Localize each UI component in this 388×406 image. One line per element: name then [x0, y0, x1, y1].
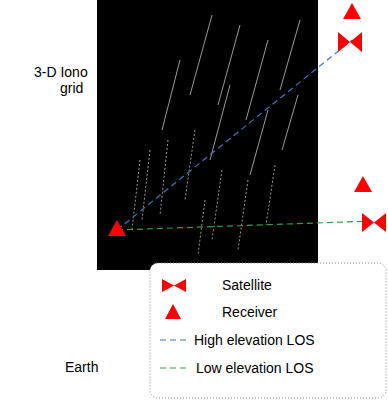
legend-low-sample	[160, 367, 186, 368]
low-elevation-los	[117, 221, 372, 230]
grid-line	[212, 170, 222, 240]
grid-line	[190, 15, 212, 95]
legend-text: Receiver	[222, 304, 277, 320]
grid-line	[218, 25, 240, 105]
grid-line	[210, 85, 230, 160]
legend-text: Low elevation LOS	[196, 360, 314, 376]
grid-line	[162, 60, 180, 130]
receiver-symbol	[343, 3, 361, 19]
earth-label: Earth	[65, 359, 98, 375]
grid-line	[280, 20, 300, 90]
grid-line	[282, 95, 298, 150]
grid-line	[266, 165, 275, 225]
satellite-symbol	[338, 32, 362, 52]
grid-line	[132, 160, 140, 230]
receiver-symbol	[354, 176, 372, 192]
grid-label: grid	[60, 80, 83, 96]
grid-line	[160, 140, 168, 215]
legend-high-sample	[160, 339, 186, 340]
legend-text: High elevation LOS	[194, 332, 315, 348]
grid-line	[238, 180, 248, 250]
satellite-symbol	[362, 213, 386, 232]
legend-satellite-sample	[162, 279, 186, 292]
grid-line	[185, 130, 195, 200]
legend-text: Satellite	[222, 277, 272, 293]
grid-label: 3-D Iono	[34, 64, 88, 80]
receiver-symbol	[108, 220, 126, 236]
legend-receiver-sample	[165, 304, 181, 319]
high-elevation-los	[117, 40, 352, 230]
legend-box	[150, 263, 386, 398]
grid-lines	[132, 15, 300, 255]
grid-line	[246, 40, 268, 120]
